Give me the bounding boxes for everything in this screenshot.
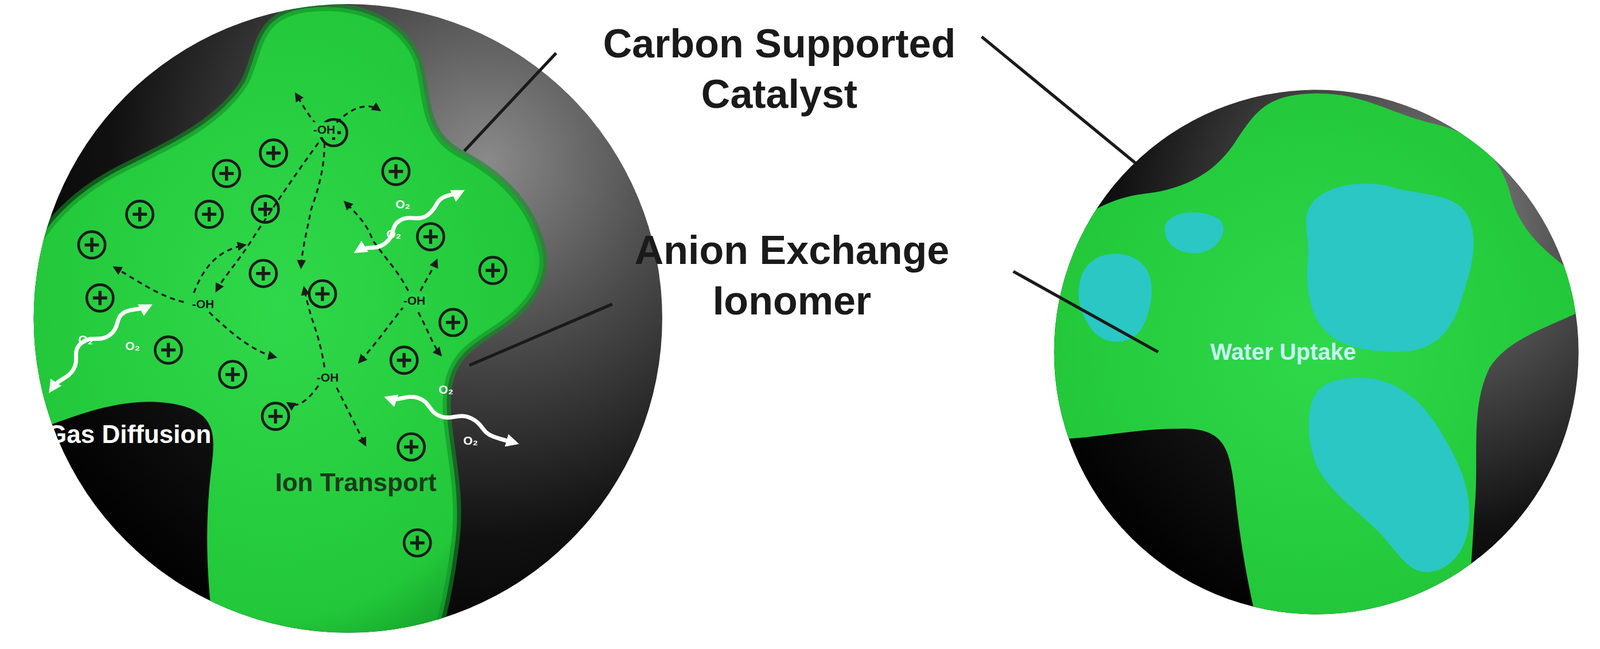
part-name: Anion Exchange Ionomer [631, 225, 953, 326]
gas-label: O₂ [386, 226, 402, 242]
ion-label: -OH [401, 293, 428, 309]
region-label: Gas Diffusion [47, 418, 212, 450]
gas-label: O₂ [463, 433, 479, 449]
region-label: Water Uptake [1210, 337, 1357, 367]
ion-label: -OH [311, 122, 338, 138]
region-label: Ion Transport [274, 466, 437, 499]
part-name: Carbon Supported Catalyst [578, 18, 981, 120]
gas-label: O₂ [78, 332, 93, 348]
ion-label: -OH [190, 296, 217, 312]
gas-label: O₂ [438, 382, 454, 398]
gas-label: O₂ [125, 338, 141, 354]
gas-label: O₂ [395, 196, 411, 212]
ion-label: -OH [315, 370, 341, 386]
